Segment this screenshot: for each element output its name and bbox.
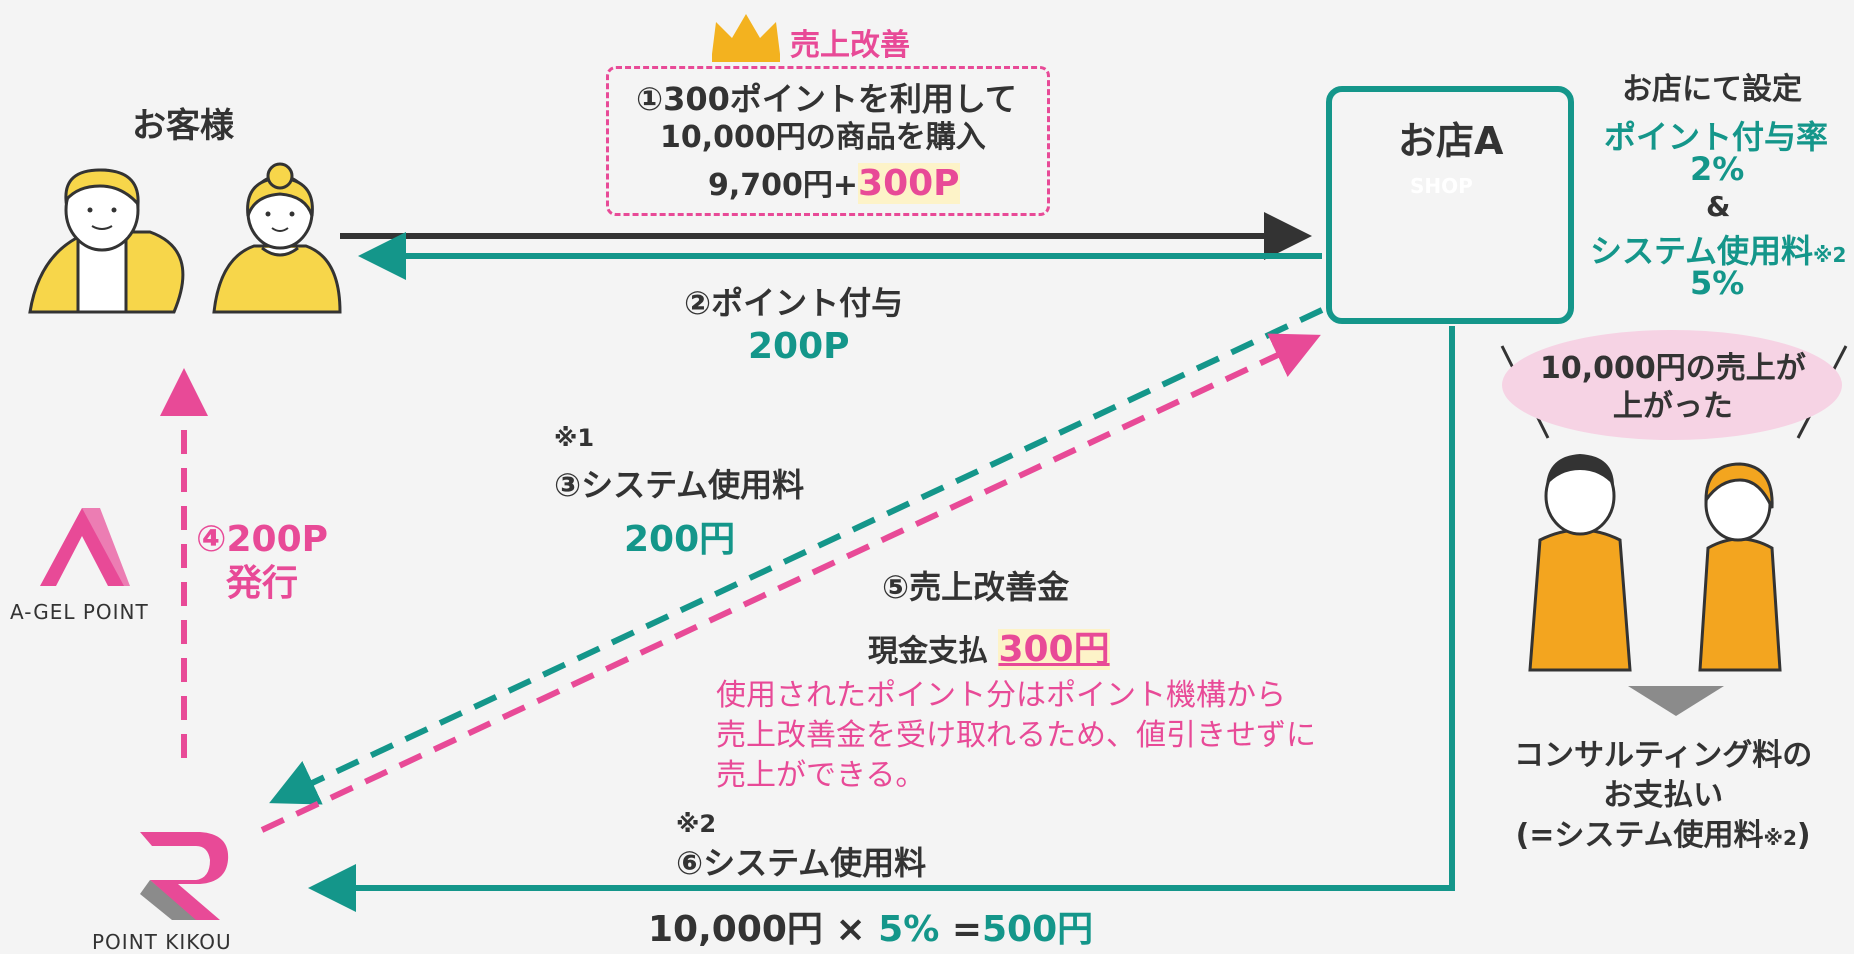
shop-sign: SHOP [1410, 174, 1473, 198]
sysfee3-arrow [269, 307, 1324, 805]
settings-title: お店にて設定 [1622, 72, 1802, 107]
consult-text: コンサルティング料の お支払い (=システム使用料※2) [1514, 736, 1812, 858]
point-give-label: ②ポイント付与 [684, 284, 904, 322]
bubble-line2: 上がった [1612, 389, 1733, 424]
speech-bubble [1502, 330, 1842, 440]
purchase-amount-prefix: 9,700円+ [708, 168, 859, 203]
cash-prefix: 現金支払 [868, 634, 988, 669]
issue-label: ④200P 発行 [196, 518, 328, 606]
explain-line2: 売上改善金を受け取れるため、値引きせずに [716, 718, 1316, 753]
consult-line3-text: (=システム使用料 [1515, 818, 1764, 853]
customer-woman-icon [212, 162, 342, 314]
shop-box [1326, 86, 1574, 324]
kikou-logo-text: POINT KIKOU [92, 930, 232, 954]
rate-label: ポイント付与率 [1604, 118, 1829, 156]
calc-eq: = [939, 909, 982, 950]
sysfee3-value: 200円 [624, 519, 736, 560]
sysfee6-arrow [308, 326, 1455, 912]
happy-staff-icon [1528, 454, 1782, 672]
consult-line3-note: ※2 [1763, 826, 1797, 850]
issue-line1: ④200P [196, 519, 329, 560]
kikou-logo-icon [140, 832, 229, 920]
fee-value: 5% [1690, 264, 1745, 302]
fee-note: ※2 [1813, 243, 1847, 267]
improve-arrow [260, 333, 1321, 833]
purchase-line1: ①300ポイントを利用して [636, 80, 1017, 118]
purchase-line2: 10,000円の商品を購入 [660, 120, 986, 155]
cash-value: 300円 [998, 629, 1110, 670]
point-give-value: 200P [748, 326, 850, 367]
explain-line3: 売上ができる。 [716, 758, 926, 793]
fee-label: システム使用料※2 [1590, 226, 1846, 272]
bubble-text: 10,000円の売上が 上がった [1540, 350, 1806, 426]
rate-value: 2% [1690, 150, 1745, 188]
calc-rate: 5% [878, 909, 940, 950]
customer-title: お客様 [132, 106, 234, 146]
consult-line2: お支払い [1603, 778, 1724, 813]
purchase-box [606, 66, 1050, 216]
down-triangle-icon [1628, 686, 1724, 716]
improve-explain: 使用されたポイント分はポイント機構から 売上改善金を受け取れるため、値引きせずに… [716, 676, 1316, 796]
purchase-amount: 9,700円+300P [708, 160, 960, 204]
agel-logo-text: A-GEL POINT [10, 600, 149, 624]
crown-icon [712, 14, 780, 62]
consult-line3: (=システム使用料※2) [1514, 816, 1812, 858]
customer-man-icon [28, 168, 185, 314]
improve-label: ⑤売上改善金 [882, 568, 1070, 606]
amp: & [1706, 190, 1731, 223]
shop-title: お店A [1398, 119, 1504, 163]
explain-line1: 使用されたポイント分はポイント機構から [716, 678, 1286, 713]
calc-line: 10,000円 × 5% =500円 [648, 900, 1093, 952]
sysfee6-label: ⑥システム使用料 [676, 844, 927, 882]
note2: ※2 [676, 810, 717, 838]
calc-result: 500円 [981, 909, 1094, 950]
consult-line3-end: ) [1796, 818, 1811, 853]
issue-line2: 発行 [226, 563, 299, 604]
agel-logo-icon [40, 508, 130, 586]
purchase-amount-points: 300P [858, 163, 960, 204]
note1: ※1 [554, 424, 595, 452]
fee-label-text: システム使用料 [1590, 232, 1814, 270]
sysfee3-label: ③システム使用料 [554, 466, 805, 504]
bubble-line1: 10,000円の売上が [1540, 351, 1806, 386]
calc-base: 10,000円 × [648, 909, 879, 950]
consult-line1: コンサルティング料の [1514, 738, 1813, 773]
crown-title: 売上改善 [790, 28, 910, 63]
cash-label: 現金支払 300円 [868, 620, 1110, 672]
